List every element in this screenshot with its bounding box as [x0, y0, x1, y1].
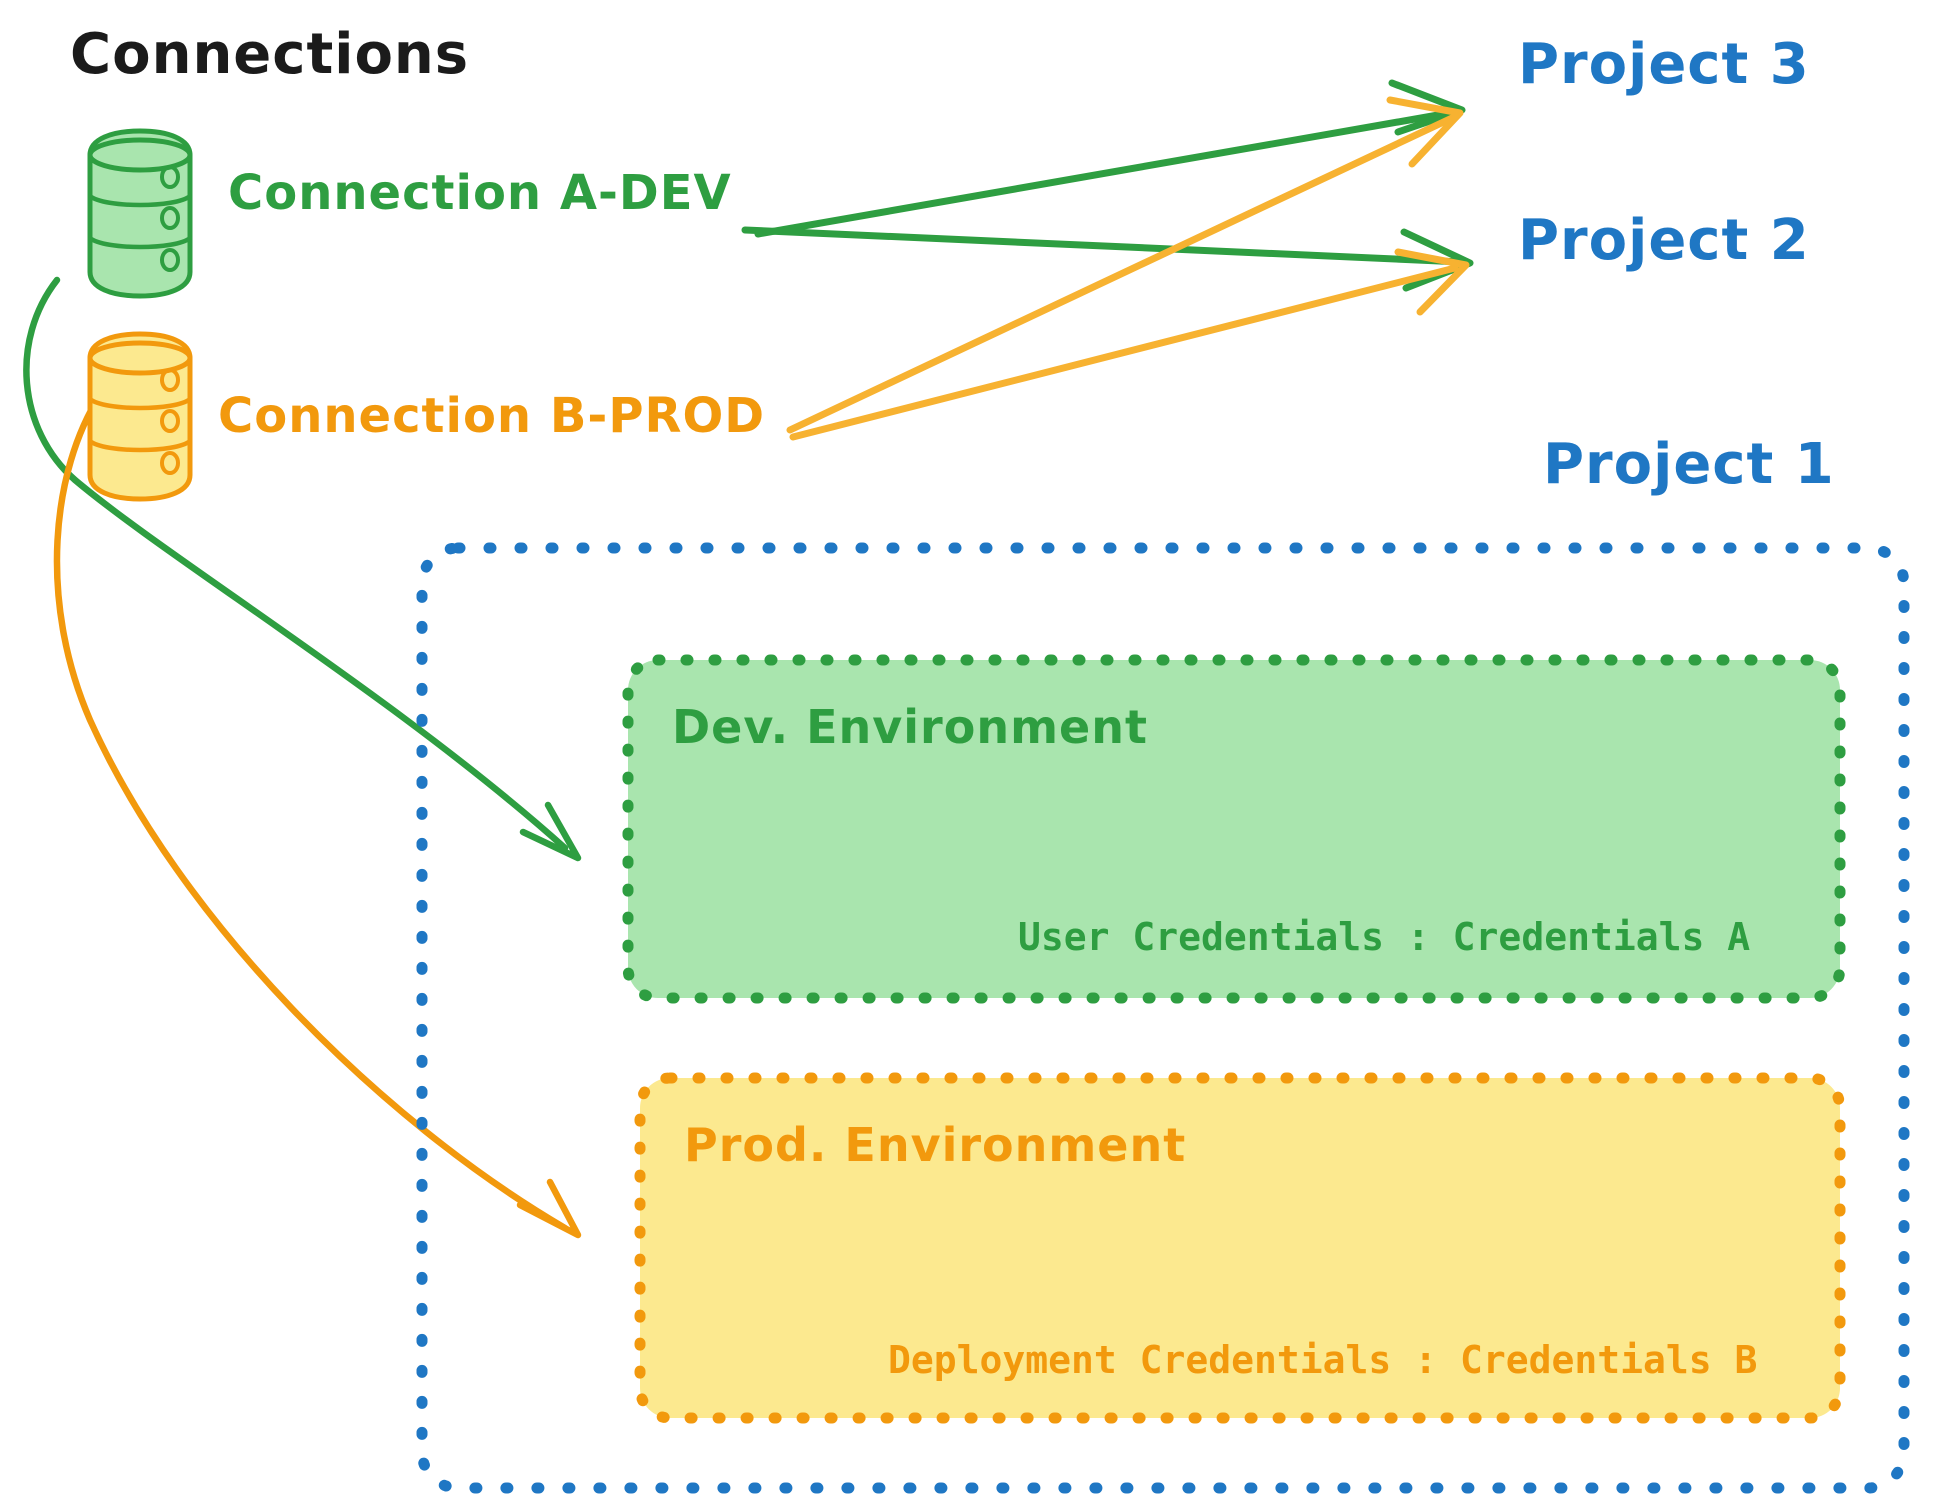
dev-environment-credentials: User Credentials : Credentials A	[1018, 915, 1751, 959]
edge-a-dev-to-project-3	[754, 79, 1466, 238]
edge-a-dev-to-project-2	[741, 226, 1474, 292]
connection-label-a-dev[interactable]: Connection A-DEV	[228, 165, 732, 221]
database-icon[interactable]	[87, 128, 193, 299]
edge-b-prod-to-project-2	[789, 248, 1470, 441]
project-1-container	[416, 542, 1910, 1494]
dev-environment-box	[622, 654, 1846, 1004]
database-icon[interactable]	[87, 331, 193, 502]
project-label-project-3[interactable]: Project 3	[1518, 32, 1810, 97]
prod-environment-box	[634, 1072, 1846, 1424]
dev-environment-title: Dev. Environment	[672, 700, 1148, 754]
edge-a-dev-to-dev-environment	[23, 276, 582, 862]
edge-b-prod-to-project-3	[786, 96, 1464, 434]
project-label-project-2[interactable]: Project 2	[1518, 208, 1810, 273]
page-title: Connections	[70, 22, 470, 87]
prod-environment-title: Prod. Environment	[684, 1118, 1187, 1172]
connection-label-b-prod[interactable]: Connection B-PROD	[218, 388, 766, 444]
project-label-project-1[interactable]: Project 1	[1543, 432, 1835, 497]
edge-b-prod-to-prod-environment	[53, 391, 582, 1239]
prod-environment-credentials: Deployment Credentials : Credentials B	[888, 1338, 1758, 1382]
